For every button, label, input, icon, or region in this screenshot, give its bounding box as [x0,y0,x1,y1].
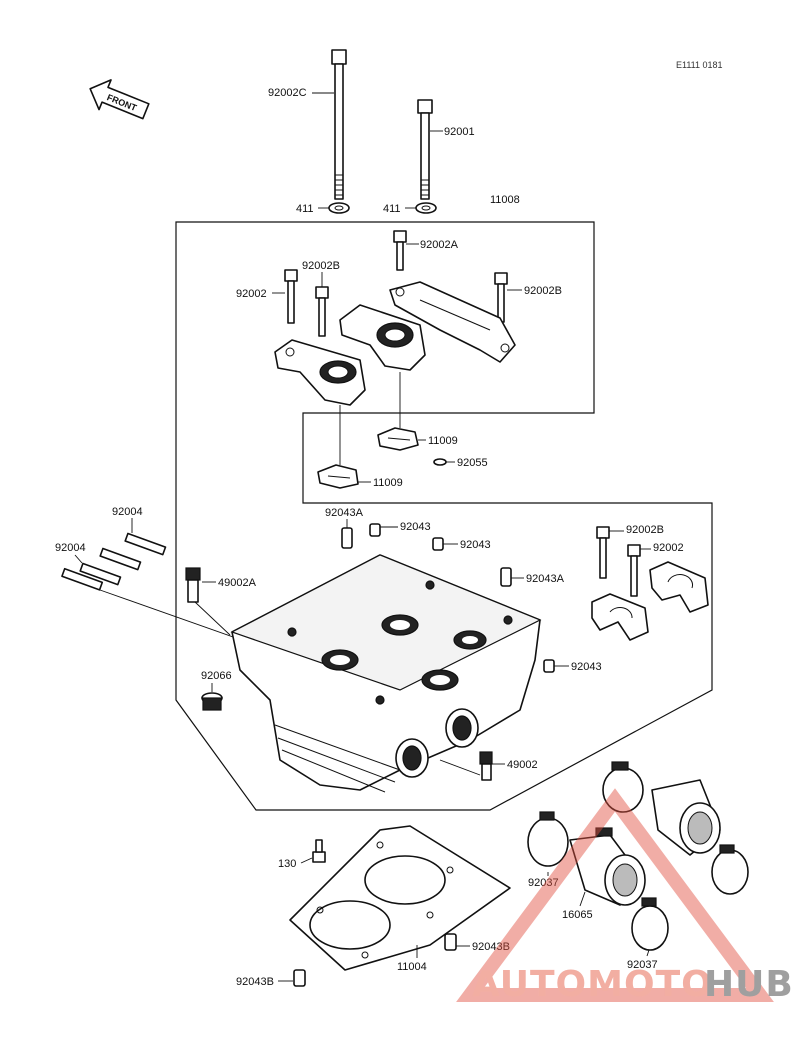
dowel-92043a-left [341,527,353,549]
dowel-92043-c [543,659,555,673]
clamp-92037-right [711,844,749,895]
bolt-92002-right [627,544,641,597]
label-92004-b: 92004 [55,542,86,554]
gasket-11009-upper [377,427,419,451]
label-16065: 16065 [562,909,593,921]
dowel-92043b-b [293,969,306,987]
bolt-92002-top [284,269,298,324]
label-92043b-a: 92043B [472,941,510,953]
bolt-92002b-b [494,272,508,323]
dowel-92043-a [369,523,381,537]
label-92037-left: 92037 [528,877,559,889]
label-92043b-b: 92043B [236,976,274,988]
bolt-92001 [417,99,433,200]
gasket-11009-lower [317,464,359,489]
dowel-92043b-a [444,933,457,951]
label-92043-c: 92043 [571,661,602,673]
label-130: 130 [278,858,296,870]
assembly-frame [175,221,713,811]
bolt-92002c [331,49,347,200]
label-92043a-right: 92043A [526,573,565,585]
cam-cap-right-lower [591,593,649,641]
cam-cap-middle [339,304,426,371]
washer-411-left [328,202,350,214]
label-11009-upper: 11009 [428,435,458,447]
studs-92004 [61,532,167,591]
label-92002b-right: 92002B [626,524,664,536]
clamp-92037-top [602,761,644,813]
plug-92066 [201,692,223,711]
dowel-92043-b [432,537,444,551]
label-92043a-left: 92043A [325,507,364,519]
front-arrow-icon: FRONT [89,79,150,120]
clamp-92037-bottom [631,897,669,951]
watermark-triangle-icon [456,788,774,1002]
label-49002: 49002 [507,759,538,771]
cylinder-head [230,554,542,793]
label-92002c: 92002C [268,87,307,99]
fitting-49002a [185,567,201,603]
label-49002a: 49002A [218,577,257,589]
bolt-92002a [393,230,407,271]
oring-92055 [433,458,447,466]
diagram-code: E1111 0181 [676,60,723,70]
cam-cap-right-upper [649,561,709,613]
label-11008: 11008 [490,194,520,206]
label-11004: 11004 [397,961,427,973]
intake-holder-16065-left [569,827,646,906]
fitting-49002 [479,751,493,781]
watermark-logo: AUTOMOTO HUB [456,788,794,1005]
label-92002a: 92002A [420,239,459,251]
dowel-92043a-right [500,567,512,587]
intake-holder-16065-right [651,779,721,856]
label-92002-right: 92002 [653,542,684,554]
clamp-92037-left [527,811,569,867]
cam-cap-left [274,339,366,406]
label-92043-b: 92043 [460,539,491,551]
label-411-left: 411 [296,203,314,215]
label-92037-bottom: 92037 [627,959,658,971]
head-gasket-11004 [289,825,511,971]
label-92055: 92055 [457,457,488,469]
watermark-text-part2: HUB [704,964,794,1005]
label-11009-lower: 11009 [373,477,403,489]
washer-411-right [415,202,437,214]
label-92002-top: 92002 [236,288,267,300]
bolt-130 [312,839,326,863]
watermark-text-part1: AUTOMOTO [472,964,713,1005]
label-92004-a: 92004 [112,506,143,518]
label-411-right: 411 [383,203,401,215]
label-92043-a: 92043 [400,521,431,533]
label-92066: 92066 [201,670,232,682]
bolt-92002b-a [315,286,329,337]
label-92002b-a: 92002B [302,260,340,272]
bolt-92002b-right [596,526,610,579]
label-92001: 92001 [444,126,475,138]
cam-cap-right [389,281,516,363]
label-92002b-b: 92002B [524,285,562,297]
